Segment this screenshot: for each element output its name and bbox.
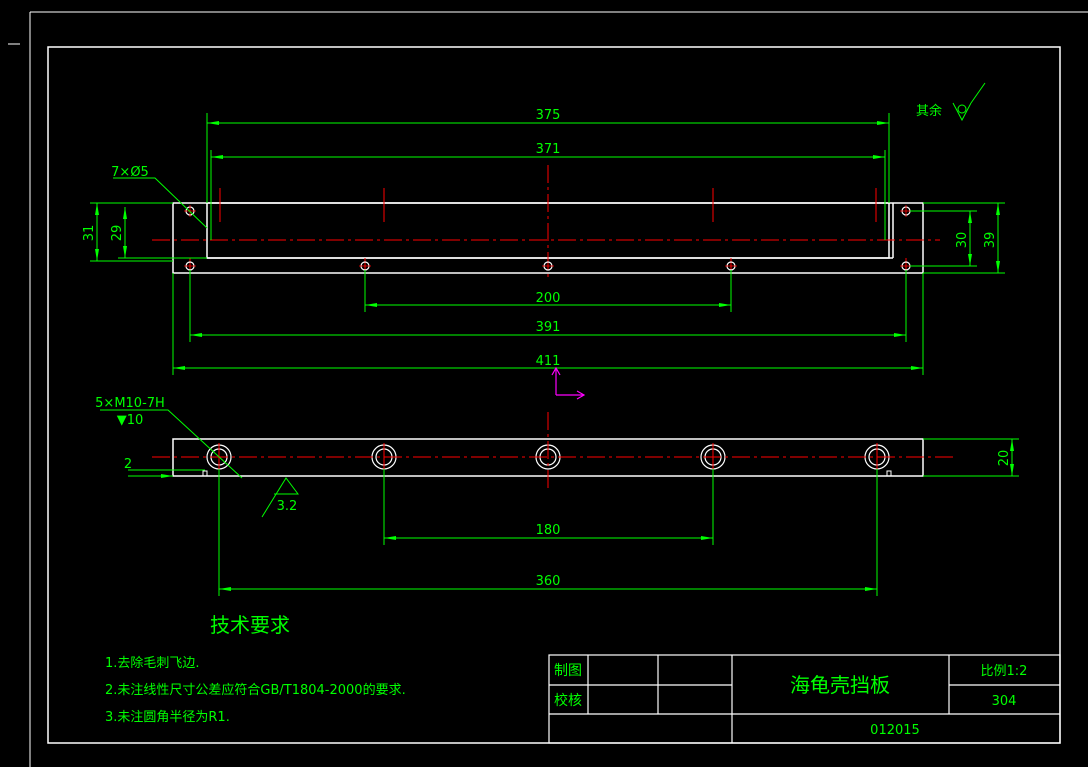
dim-391: 391 (536, 320, 561, 335)
front-view: 5×M10-7H ▼10 2 3.2 180 360 20 (95, 396, 1019, 596)
dim-20: 20 (997, 450, 1012, 467)
drawing-number: 012015 (870, 723, 920, 738)
dim-180: 180 (536, 523, 561, 538)
checked-label: 校核 (554, 692, 582, 709)
dim-375: 375 (536, 108, 561, 123)
roughness-label: 其余 (916, 103, 942, 119)
note-1: 1.去除毛刺飞边. (105, 656, 200, 671)
ucs-axis-marker (551, 366, 586, 400)
frame (8, 11, 1088, 767)
dim-200: 200 (536, 291, 561, 306)
thread-depth: ▼10 (117, 413, 144, 428)
hole-callout: 7×Ø5 (111, 165, 149, 180)
drawn-label: 制图 (554, 663, 582, 679)
note-2: 2.未注线性尺寸公差应符合GB/T1804-2000的要求. (105, 682, 406, 698)
note-3: 3.未注圆角半径为R1. (105, 710, 230, 725)
top-view: 375 371 200 391 411 7×Ø5 其余 31 29 30 39 (82, 82, 1005, 375)
dim-39: 39 (983, 232, 998, 249)
dim-411: 411 (536, 354, 561, 369)
dim-30: 30 (955, 232, 970, 249)
thread-callout: 5×M10-7H (95, 396, 165, 411)
notes-title: 技术要求 (210, 613, 290, 637)
title-block: 制图 校核 海龟壳挡板 比例1:2 304 012015 (548, 654, 1061, 744)
dim-360: 360 (536, 574, 561, 589)
material: 304 (992, 694, 1017, 709)
technical-notes: 技术要求 1.去除毛刺飞边. 2.未注线性尺寸公差应符合GB/T1804-200… (105, 613, 406, 725)
dim-371: 371 (536, 142, 561, 157)
dim-29: 29 (110, 225, 125, 242)
roughness-3-2: 3.2 (277, 499, 298, 514)
part-name: 海龟壳挡板 (790, 673, 890, 697)
scale: 比例1:2 (981, 664, 1028, 679)
dim-2: 2 (124, 457, 132, 472)
dim-31: 31 (82, 225, 97, 242)
